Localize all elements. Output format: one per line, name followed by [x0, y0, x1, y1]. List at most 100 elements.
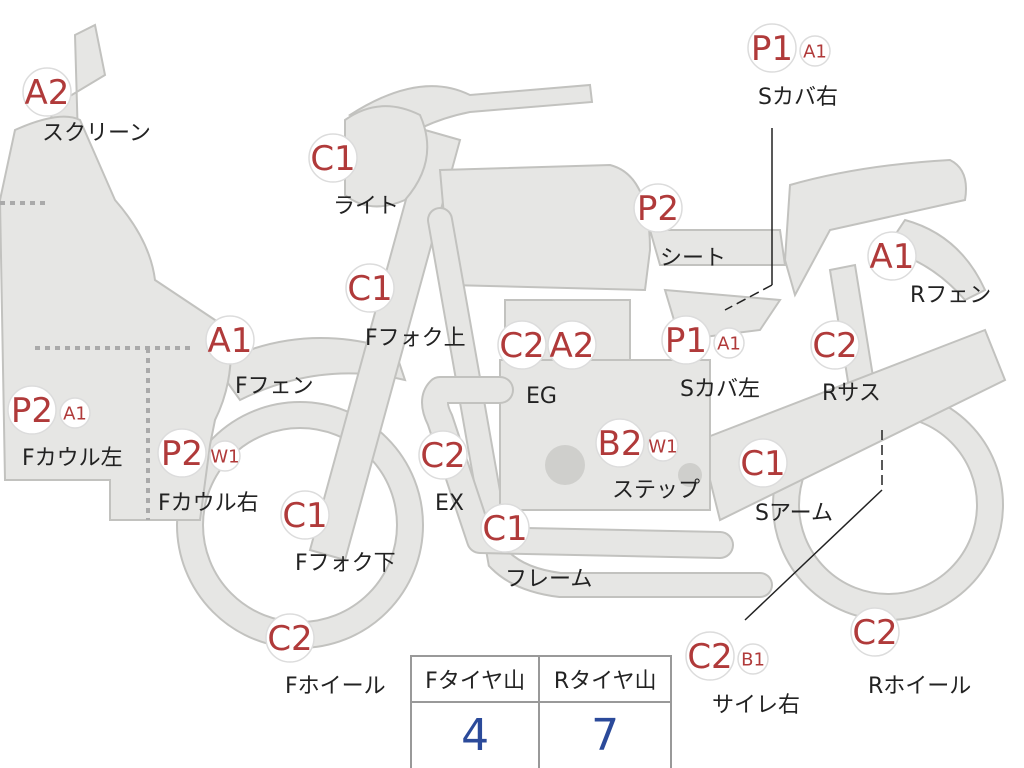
grade-circle — [7, 385, 57, 435]
grade-text: C1 — [482, 509, 527, 549]
sub-grade-circle — [59, 397, 91, 429]
part-label: Sカバ左 — [680, 377, 760, 402]
grade-text: A1 — [870, 237, 915, 277]
part-label: ステップ — [612, 478, 700, 503]
grade-text: C2 — [420, 436, 465, 476]
part-label: Fホイール — [285, 674, 386, 699]
front-tire-value: 4 — [461, 710, 490, 761]
badge-seat: P2 シート — [633, 183, 726, 271]
rear-tire-value: 7 — [538, 702, 670, 768]
part-label: スクリーン — [42, 121, 151, 146]
grade-text: A2 — [550, 326, 595, 366]
grade-text: P1 — [665, 321, 707, 361]
badge-frame: C1 フレーム — [480, 503, 592, 592]
grade-text: C2 — [812, 326, 857, 366]
grade-text: P2 — [637, 189, 679, 229]
part-label: Rフェン — [910, 283, 991, 308]
sub-grade-text: A1 — [717, 333, 741, 354]
grade-circle — [547, 320, 597, 370]
sub-grade-circle — [799, 35, 831, 67]
grade-circle — [810, 320, 860, 370]
grade-text: C2 — [267, 619, 312, 659]
grade-circle — [280, 490, 330, 540]
grade-circle — [308, 133, 358, 183]
grade-text: B2 — [598, 424, 643, 464]
grade-circle — [850, 607, 900, 657]
sub-grade-circle — [647, 430, 679, 462]
front-fender-shape — [213, 337, 407, 402]
grade-text: P2 — [161, 434, 203, 474]
sub-grade-text: W1 — [648, 436, 677, 457]
part-label: シート — [660, 246, 726, 271]
grade-circle — [22, 67, 72, 117]
sub-grade-text: A1 — [803, 41, 827, 62]
part-label: Fフォク下 — [295, 551, 396, 576]
part-label: Fカウル右 — [158, 491, 259, 516]
grade-text: C1 — [347, 269, 392, 309]
grade-circle — [595, 418, 645, 468]
part-label: フレーム — [505, 567, 592, 592]
part-label: Rホイール — [868, 674, 971, 699]
grade-circle — [480, 503, 530, 553]
grade-circle — [633, 183, 683, 233]
headlight-shape — [344, 105, 429, 208]
grade-circle — [205, 315, 255, 365]
grade-circle — [157, 428, 207, 478]
front-fork-shape — [308, 128, 462, 562]
grade-circle — [685, 631, 735, 681]
grade-circle — [747, 23, 797, 73]
front-cowl-shape — [0, 115, 232, 521]
grade-text: C1 — [740, 444, 785, 484]
sub-grade-text: B1 — [741, 649, 765, 670]
part-label: Rサス — [822, 381, 881, 406]
front-tire-header: Fタイヤ山 — [412, 657, 540, 703]
part-label: Sカバ右 — [758, 85, 838, 110]
grade-text: P1 — [751, 29, 793, 69]
sub-grade-circle — [713, 327, 745, 359]
part-label: Fフェン — [235, 374, 314, 399]
grade-text: A2 — [25, 73, 70, 113]
grade-text: C2 — [687, 637, 732, 677]
sub-grade-text: W1 — [210, 446, 239, 467]
grade-circle — [661, 315, 711, 365]
grade-circle — [418, 430, 468, 480]
grade-circle — [867, 231, 917, 281]
sub-grade-circle — [209, 440, 241, 472]
tire-tread-table: Fタイヤ山 Rタイヤ山 4 7 — [410, 655, 672, 768]
part-label: Fカウル左 — [22, 446, 123, 471]
grade-circle — [265, 613, 315, 663]
sub-grade-circle — [737, 643, 769, 675]
sub-grade-text: A1 — [63, 403, 87, 424]
grade-circle — [497, 320, 547, 370]
leader-lines — [724, 128, 883, 621]
grade-text: C2 — [852, 613, 897, 653]
grade-text: C1 — [282, 496, 327, 536]
grade-text: C1 — [310, 139, 355, 179]
grade-text: P2 — [11, 391, 53, 431]
part-label: EG — [526, 384, 557, 409]
badge-screen: A2 スクリーン — [22, 67, 151, 146]
part-label: EX — [435, 491, 464, 516]
grade-text: A1 — [208, 321, 253, 361]
part-label: Sアーム — [755, 501, 833, 526]
grade-text: C2 — [499, 326, 544, 366]
